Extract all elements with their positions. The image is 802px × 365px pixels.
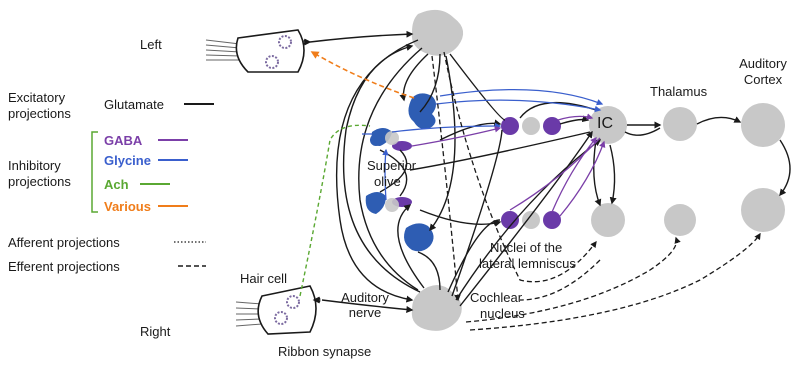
ic-label: IC [597,115,613,133]
thalamus-bottom [664,204,696,236]
superior-olive-label-2: olive [374,174,401,189]
nll-label-2: lateral lemniscus [479,256,576,271]
hair-cell-right [236,286,320,334]
ribbon-synapse-label: Ribbon synapse [278,344,371,359]
legend-gaba: GABA [104,133,142,148]
auditory-nerve-label-1: Auditory [330,290,400,305]
thalamus-label: Thalamus [650,84,707,99]
superior-olive-label-1: Superior [367,158,416,173]
thalamus-top [663,107,697,141]
auditory-cortex-top [741,103,785,147]
nll-label-1: Nuclei of the [490,240,562,255]
legend-inhibitory-2: projections [8,174,71,189]
left-label: Left [140,37,162,52]
cochlear-nucleus-label-2: nucleus [480,306,525,321]
legend-glutamate: Glutamate [104,97,164,112]
legend-glycine: Glycine [104,153,151,168]
nll-upper [501,117,561,135]
legend-efferent: Efferent projections [8,259,120,274]
legend-excitatory-1: Excitatory [8,90,65,105]
hair-cell-label: Hair cell [240,271,287,286]
auditory-cortex-label-1: Auditory [728,56,798,71]
auditory-cortex-bottom [741,188,785,232]
various-projection [312,52,414,98]
cochlear-nucleus-label-1: Cochlear [470,290,522,305]
hair-cell-left [206,30,308,72]
cochlear-nucleus-left [412,10,463,56]
auditory-cortex-label-2: Cortex [728,72,798,87]
legend-inhibitory-1: Inhibitory [8,158,61,173]
legend-ach: Ach [104,177,129,192]
inferior-colliculus-bottom [591,203,625,237]
auditory-nerve-label-2: nerve [330,305,400,320]
right-label: Right [140,324,170,339]
legend-afferent: Afferent projections [8,235,120,250]
legend-excitatory-2: projections [8,106,71,121]
legend-various: Various [104,199,151,214]
